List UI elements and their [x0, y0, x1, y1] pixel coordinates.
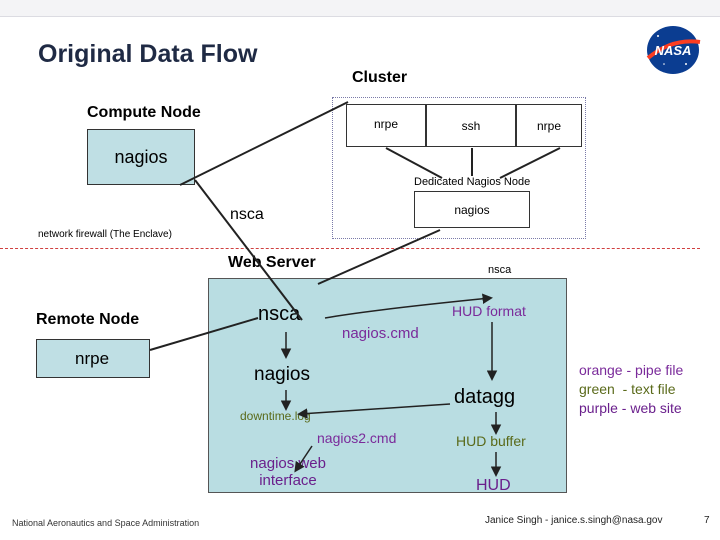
- hud-text: HUD: [476, 477, 511, 494]
- line-nagios-to-web: [317, 229, 441, 285]
- cluster-nrpe-left-box: nrpe: [346, 104, 426, 147]
- logo-text: NASA: [655, 43, 692, 58]
- firewall-line: [0, 248, 700, 249]
- page-number: 7: [704, 515, 710, 526]
- compute-nagios-box: nagios: [87, 129, 195, 185]
- datagg-text: datagg: [454, 386, 516, 408]
- remote-node-label: Remote Node: [36, 311, 140, 328]
- cluster-ssh-text: ssh: [461, 118, 481, 133]
- slide-title: Original Data Flow: [38, 40, 258, 68]
- footer-credit: Janice Singh - janice.s.singh@nasa.gov: [485, 515, 663, 526]
- compute-nsca-text: nsca: [230, 206, 264, 223]
- remote-nrpe-text: nrpe: [75, 348, 110, 368]
- hud-buffer-text: HUD buffer: [456, 433, 526, 449]
- line-compute-to-web: [194, 179, 303, 321]
- dedicated-nagios-box: nagios: [414, 191, 530, 228]
- line-remote-to-web: [149, 317, 259, 351]
- line-compute-to-cluster: [179, 101, 349, 186]
- cluster-label: Cluster: [352, 69, 408, 86]
- hud-format-text: HUD format: [452, 303, 526, 319]
- compute-node-label: Compute Node: [87, 104, 201, 121]
- web-nsca-out-text: nsca: [488, 264, 512, 276]
- web-server-label: Web Server: [228, 254, 316, 271]
- top-bar: [0, 0, 720, 17]
- web-nsca-text: nsca: [258, 303, 301, 325]
- arrow-cmd2-to-web: [294, 445, 313, 473]
- dedicated-node-label: Dedicated Nagios Node: [414, 176, 531, 188]
- line-nrpe-right-to-nagios: [499, 147, 561, 179]
- cluster-nrpe-right-text: nrpe: [536, 118, 562, 133]
- downtime-log-text: downtime.log: [240, 409, 311, 423]
- cluster-ssh-box: ssh: [426, 104, 516, 147]
- dedicated-nagios-text: nagios: [454, 202, 490, 217]
- compute-nagios-text: nagios: [114, 146, 168, 167]
- nagios-cmd-text: nagios.cmd: [342, 325, 419, 342]
- cluster-nrpe-right-box: nrpe: [516, 104, 582, 147]
- arrow-datagg-to-downtime: [297, 403, 451, 419]
- legend-text-file: green - text file: [579, 381, 676, 397]
- web-server-region: [208, 278, 567, 493]
- arrow-nsca-to-cmd: [324, 293, 493, 319]
- web-nagios-text: nagios: [254, 364, 310, 385]
- legend-pipe: orange - pipe file: [579, 362, 684, 378]
- legend-web-site: purple - web site: [579, 400, 682, 416]
- footer-agency: National Aeronautics and Space Administr…: [12, 518, 200, 528]
- nagios-web-interface-text: nagios web interface: [250, 455, 326, 489]
- firewall-label: network firewall (The Enclave): [38, 229, 172, 240]
- line-nrpe-left-to-nagios: [385, 147, 443, 179]
- remote-nrpe-box: nrpe: [36, 339, 150, 378]
- cluster-nrpe-left-text: nrpe: [373, 117, 399, 131]
- nasa-logo-icon: NASA: [642, 24, 704, 76]
- nagios2-cmd-text: nagios2.cmd: [317, 430, 397, 446]
